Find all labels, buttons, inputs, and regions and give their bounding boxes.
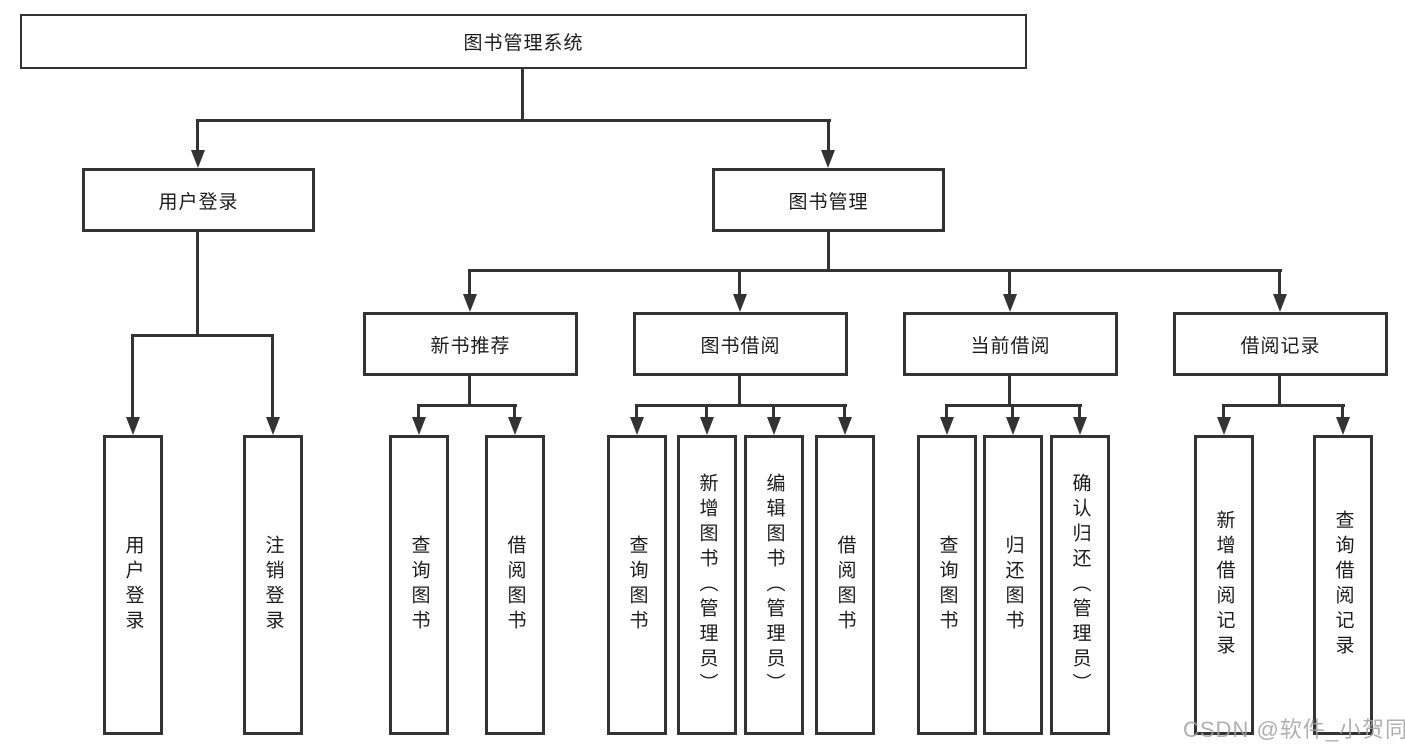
arrowhead-icon <box>838 417 852 435</box>
connector-line <box>196 119 199 152</box>
leaf-edit-books-admin: 编辑图书（管理员） <box>744 435 804 735</box>
node-label: 新增图书（管理员） <box>696 472 718 698</box>
arrowhead-icon <box>700 417 714 435</box>
connector-line <box>521 69 524 121</box>
connector-line <box>468 269 1282 272</box>
node-label: 注销登录 <box>262 535 284 635</box>
connector-line <box>1008 376 1011 407</box>
node-label: 当前借阅 <box>970 335 1051 357</box>
node-label: 查询借阅记录 <box>1332 510 1354 660</box>
node-borrow-records: 借阅记录 <box>1173 312 1388 376</box>
connector-line <box>705 404 708 419</box>
connector-line <box>513 404 516 419</box>
node-current-borrow: 当前借阅 <box>903 312 1118 376</box>
arrowhead-icon <box>1003 294 1017 312</box>
leaf-add-books-admin: 新增图书（管理员） <box>677 435 737 735</box>
connector-line <box>738 376 741 407</box>
leaf-borrow-books-2: 借阅图书 <box>815 435 875 735</box>
connector-line <box>1278 269 1281 296</box>
connector-line <box>417 404 517 407</box>
connector-line <box>468 269 471 296</box>
node-label: 新书推荐 <box>430 335 511 357</box>
connector-line <box>417 404 420 419</box>
node-label: 用户登录 <box>158 191 239 213</box>
arrowhead-icon <box>1073 417 1087 435</box>
node-label: 借阅图书 <box>834 535 856 635</box>
node-label: 借阅图书 <box>504 535 526 635</box>
connector-line <box>131 334 274 337</box>
connector-line <box>1008 269 1011 296</box>
connector-line <box>827 232 830 272</box>
connector-line <box>738 269 741 296</box>
connector-line <box>827 119 830 152</box>
connector-line <box>1078 404 1081 419</box>
connector-line <box>196 119 831 122</box>
arrowhead-icon <box>1006 417 1020 435</box>
node-label: 查询图书 <box>408 535 430 635</box>
node-label: 归还图书 <box>1002 535 1024 635</box>
node-label: 新增借阅记录 <box>1213 510 1235 660</box>
leaf-query-books-2: 查询图书 <box>607 435 667 735</box>
node-user-login: 用户登录 <box>82 168 315 232</box>
connector-line <box>1278 376 1281 407</box>
leaf-logout: 注销登录 <box>243 435 303 735</box>
connector-line <box>945 404 948 419</box>
arrowhead-icon <box>940 417 954 435</box>
arrowhead-icon <box>463 294 477 312</box>
leaf-query-borrow-record: 查询借阅记录 <box>1313 435 1373 735</box>
leaf-confirm-return-admin: 确认归还（管理员） <box>1050 435 1110 735</box>
node-book-management: 图书管理 <box>712 168 945 232</box>
arrowhead-icon <box>1217 417 1231 435</box>
node-label: 图书管理系统 <box>463 33 584 54</box>
node-new-book-recommend: 新书推荐 <box>363 312 578 376</box>
connector-line <box>635 404 847 407</box>
leaf-query-books-1: 查询图书 <box>389 435 449 735</box>
connector-line <box>1011 404 1014 419</box>
node-label: 图书借阅 <box>700 335 781 357</box>
arrowhead-icon <box>266 417 280 435</box>
connector-line <box>1222 404 1345 407</box>
connector-line <box>468 376 471 407</box>
connector-line <box>772 404 775 419</box>
node-label: 图书管理 <box>788 191 869 213</box>
connector-line <box>1341 404 1344 419</box>
arrowhead-icon <box>508 417 522 435</box>
arrowhead-icon <box>767 417 781 435</box>
node-library-system-root: 图书管理系统 <box>20 14 1027 69</box>
arrowhead-icon <box>126 417 140 435</box>
arrowhead-icon <box>412 417 426 435</box>
leaf-query-books-3: 查询图书 <box>917 435 977 735</box>
node-label: 编辑图书（管理员） <box>763 472 785 698</box>
connector-line <box>196 232 199 337</box>
node-label: 用户登录 <box>122 535 144 635</box>
arrowhead-icon <box>191 150 205 168</box>
connector-line <box>1222 404 1225 419</box>
arrowhead-icon <box>733 294 747 312</box>
node-label: 确认归还（管理员） <box>1069 472 1091 698</box>
node-label: 查询图书 <box>626 535 648 635</box>
node-label: 查询图书 <box>936 535 958 635</box>
connector-line <box>843 404 846 419</box>
node-label: 借阅记录 <box>1240 335 1321 357</box>
leaf-borrow-books-1: 借阅图书 <box>485 435 545 735</box>
leaf-return-books: 归还图书 <box>983 435 1043 735</box>
arrowhead-icon <box>1336 417 1350 435</box>
leaf-add-borrow-record: 新增借阅记录 <box>1194 435 1254 735</box>
arrowhead-icon <box>1273 294 1287 312</box>
connector-line <box>271 334 274 419</box>
arrowhead-icon <box>821 150 835 168</box>
arrowhead-icon <box>630 417 644 435</box>
node-book-borrow: 图书借阅 <box>633 312 848 376</box>
csdn-watermark: CSDN @软件_小贺同学 <box>1183 717 1405 742</box>
leaf-user-login: 用户登录 <box>103 435 163 735</box>
connector-line <box>131 334 134 419</box>
connector-line <box>635 404 638 419</box>
